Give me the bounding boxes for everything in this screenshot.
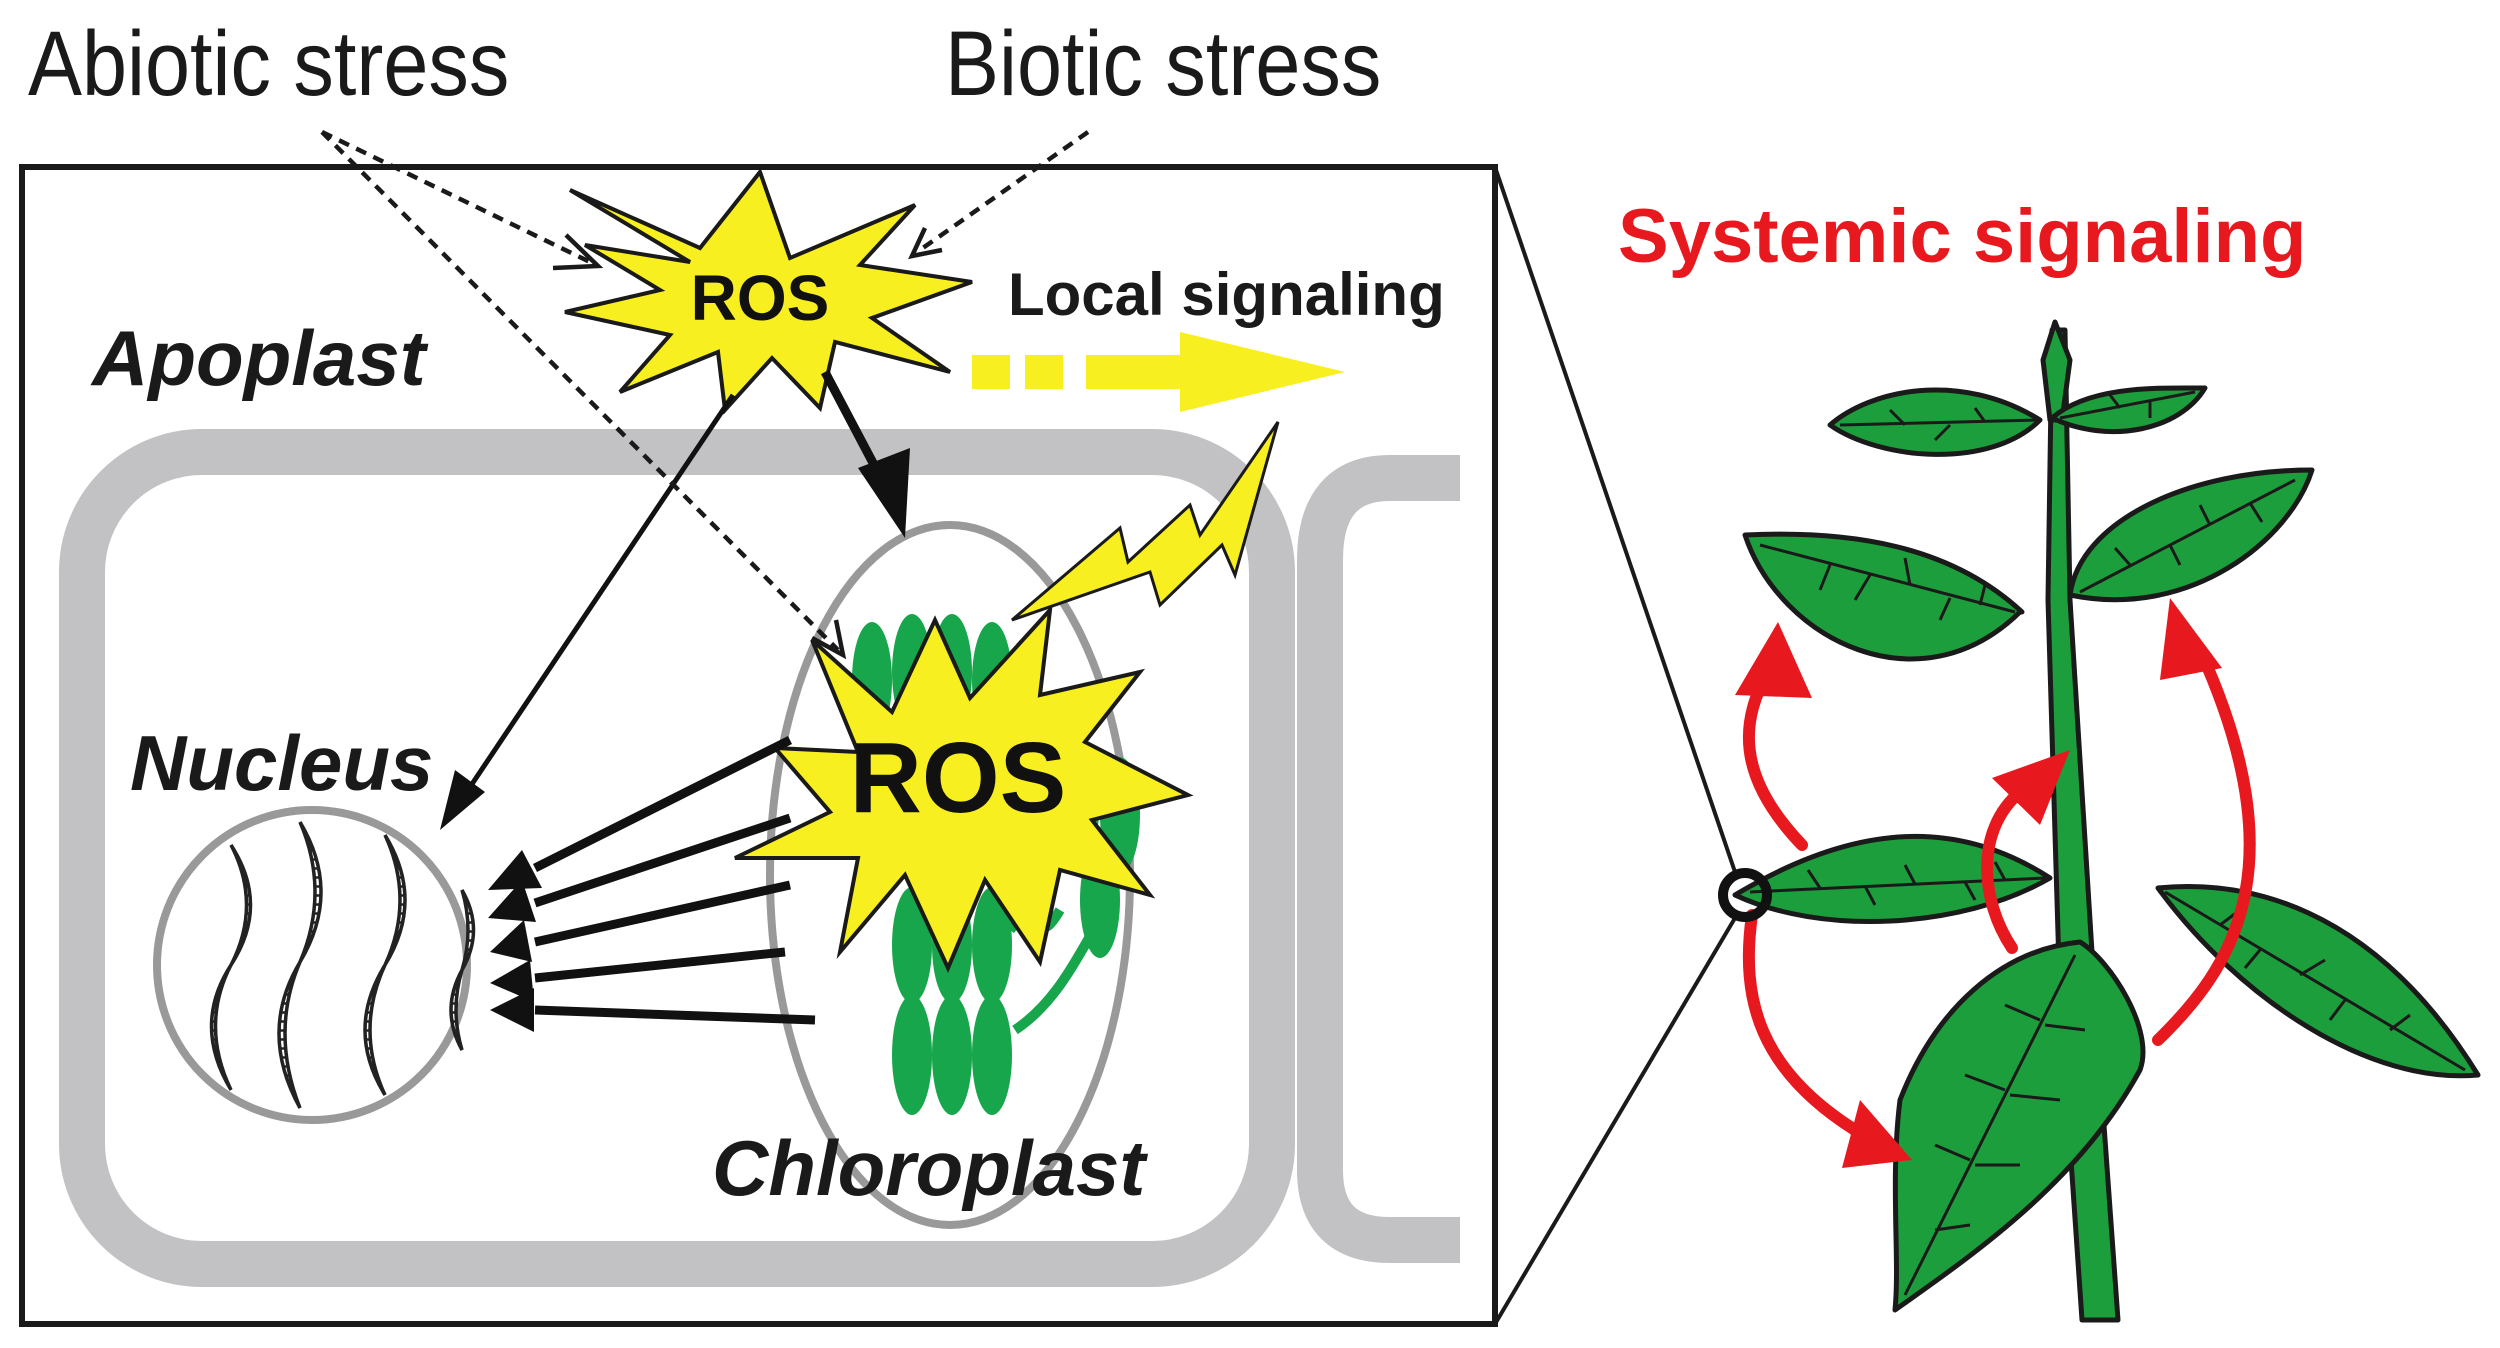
vein xyxy=(2059,390,2196,420)
nucleus-membrane xyxy=(153,806,471,1124)
systemic-arrowhead xyxy=(1842,1100,1912,1168)
systemic-arrowhead xyxy=(1735,622,1812,698)
systemic-arrowheads xyxy=(1735,598,2222,1168)
dna-helix xyxy=(363,834,407,1096)
vein xyxy=(1749,861,2046,906)
ros-burst-shape xyxy=(564,167,973,415)
arrow-head-segment xyxy=(1086,332,1345,412)
retrograde-arrow xyxy=(534,880,791,947)
ros-to-nucleus-arrow xyxy=(465,393,736,792)
ros-burst-shape xyxy=(734,604,1194,973)
leaf-upper-left xyxy=(1742,531,2025,662)
plant xyxy=(1732,319,2481,1323)
ros-chloroplast-label: ROS xyxy=(850,722,1067,834)
granum xyxy=(972,995,1012,1115)
stress-arrowheads xyxy=(552,227,943,660)
local-signaling-label: Local signaling xyxy=(1008,261,1445,328)
vein xyxy=(1759,543,2016,621)
systemic-signaling-label: Systemic signaling xyxy=(1618,194,2306,279)
abiotic-to-apoplast-ros-arrow xyxy=(321,129,591,265)
ros-apoplast-label: ROS xyxy=(691,262,830,334)
dna-helix xyxy=(449,889,476,1051)
retrograde-arrowhead xyxy=(490,960,534,1002)
arrow-dash xyxy=(972,355,1010,389)
biotic-stress-label: Biotic stress xyxy=(945,13,1381,115)
vein xyxy=(1903,954,2086,1296)
leaf-veins xyxy=(1749,390,2466,1296)
nucleus-label: Nucleus xyxy=(130,719,433,807)
ros-burst-chloroplast: ROS xyxy=(734,604,1194,973)
signal-arrows xyxy=(440,369,910,1032)
local-site-marker xyxy=(1718,868,1772,922)
systemic-arrow-center xyxy=(1981,786,2026,954)
ros-to-chloroplast-arrow xyxy=(821,369,886,483)
dashed-arrowhead xyxy=(810,619,847,660)
neighbor-cell-wall xyxy=(1297,455,1460,1263)
apoplast-label: Apoplast xyxy=(90,314,429,402)
granum xyxy=(932,995,972,1115)
biotic-to-apoplast-ros-arrow xyxy=(918,130,1090,252)
lightning-bolt xyxy=(1011,421,1280,622)
leaf-lower-left xyxy=(1732,833,2053,924)
systemic-arrow-front-leaf xyxy=(1742,909,1861,1136)
retrograde-arrowhead xyxy=(488,880,536,922)
dna-helix xyxy=(209,844,253,1091)
dna-strands xyxy=(209,821,476,1109)
abiotic-to-chloroplast-ros-arrow xyxy=(320,130,840,652)
granum xyxy=(892,995,932,1115)
retrograde-arrow xyxy=(532,735,793,873)
nucleus xyxy=(153,806,476,1124)
dashed-arrowhead xyxy=(552,233,604,271)
vein xyxy=(2079,478,2296,594)
retrograde-arrow xyxy=(534,1005,816,1025)
zoom-line-top xyxy=(1493,166,1737,873)
zoom-line-bottom xyxy=(1493,916,1737,1326)
abiotic-stress-label: Abiotic stress xyxy=(28,13,509,115)
systemic-arrowhead xyxy=(1992,750,2070,825)
apical-bud xyxy=(2040,319,2073,423)
retrograde-arrowhead xyxy=(490,920,532,962)
retrograde-arrow xyxy=(534,947,786,983)
retrograde-arrowhead xyxy=(490,988,534,1032)
zoom-lines xyxy=(1493,166,1737,1326)
systemic-arrow-upper-right xyxy=(2152,644,2256,1046)
dashed-arrowhead xyxy=(908,227,943,260)
cell-panel: ROS ROS xyxy=(19,164,1498,1327)
vein xyxy=(1839,407,2041,442)
ros-burst-apoplast: ROS xyxy=(564,167,973,415)
systemic-arrowhead xyxy=(2160,598,2222,680)
local-signaling-arrow xyxy=(972,332,1345,412)
stress-arrows xyxy=(320,129,1090,652)
chloroplast-label: Chloroplast xyxy=(712,1124,1148,1212)
dna-helix xyxy=(277,821,323,1109)
arrow-dash xyxy=(1025,355,1063,389)
vein xyxy=(2164,890,2466,1072)
granum xyxy=(972,887,1012,1003)
leaf-front xyxy=(1892,939,2146,1313)
retrograde-arrow xyxy=(533,813,792,908)
ros-to-chloroplast-arrowhead xyxy=(858,448,910,538)
ros-to-nucleus-arrowhead xyxy=(440,770,485,830)
retrograde-arrowhead xyxy=(488,850,542,890)
cell-wall xyxy=(59,429,1295,1287)
